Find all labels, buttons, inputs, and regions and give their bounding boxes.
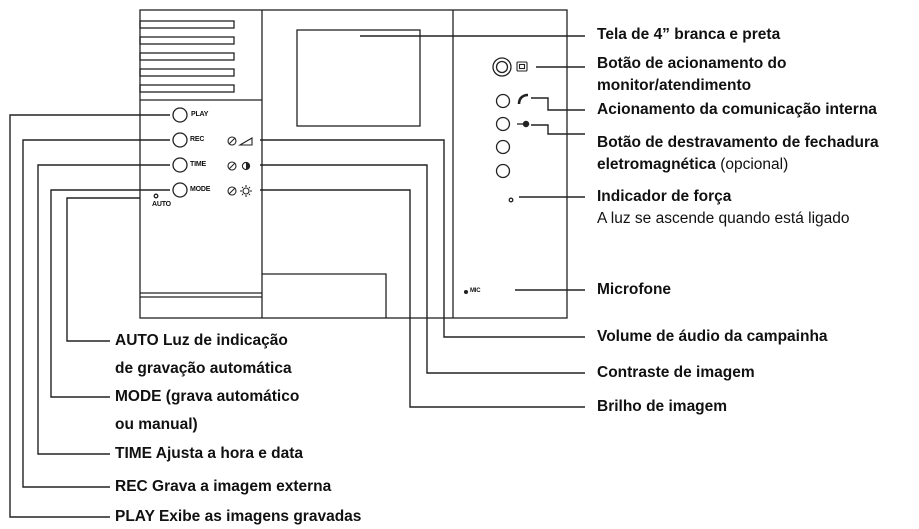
power-led xyxy=(508,197,514,203)
mode-button[interactable] xyxy=(172,182,188,198)
mode-label: MODE xyxy=(190,186,211,193)
speaker-grille xyxy=(139,20,235,93)
intercom-label: Acionamento da comunicação interna xyxy=(597,101,877,118)
rec-desc: REC Grava a imagem externa xyxy=(115,478,332,495)
unlock-label-line2: eletromagnética (opcional) xyxy=(597,156,788,174)
play-label: PLAY xyxy=(191,111,209,118)
auto-desc-line2: de gravação automática xyxy=(115,360,292,377)
mic-label: MIC xyxy=(470,288,481,294)
unlock-label-line1: Botão de destravamento de fechadura xyxy=(597,134,879,151)
play-button[interactable] xyxy=(172,107,188,123)
time-label: TIME xyxy=(190,161,206,168)
unlock-label-bold: eletromagnética xyxy=(597,156,716,173)
brightness-label: Brilho de imagem xyxy=(597,398,728,415)
rec-label: REC xyxy=(190,136,205,143)
device-body xyxy=(139,9,568,319)
power-indicator-desc: A luz se ascende quando está ligado xyxy=(597,210,850,227)
monitor-icon xyxy=(516,61,528,72)
contrast-label: Contraste de imagem xyxy=(597,364,755,381)
auto-indicator-led xyxy=(153,193,159,199)
key-icon xyxy=(517,120,530,128)
extra-button-1[interactable] xyxy=(495,139,511,155)
auto-label: AUTO xyxy=(152,201,171,208)
volume-label: Volume de áudio da campainha xyxy=(597,328,828,345)
mode-desc-line2: ou manual) xyxy=(115,416,198,433)
unlock-label-optional: (opcional) xyxy=(715,156,789,173)
power-indicator-label: Indicador de força xyxy=(597,188,732,205)
contrast-knob-icon xyxy=(227,161,237,171)
monitor-button[interactable] xyxy=(492,57,512,77)
brightness-icon xyxy=(242,187,250,195)
screen xyxy=(296,29,421,127)
center-flap xyxy=(262,273,387,318)
time-desc: TIME Ajusta a hora e data xyxy=(115,445,304,462)
extra-button-2[interactable] xyxy=(495,163,511,179)
handset-icon xyxy=(517,93,529,105)
monitor-button-label-line1: Botão de acionamento do xyxy=(597,55,787,72)
rec-button[interactable] xyxy=(172,132,188,148)
volume-ramp-icon xyxy=(237,137,253,146)
unlock-button[interactable] xyxy=(495,116,511,132)
intercom-button[interactable] xyxy=(495,93,511,109)
brightness-knob-icon xyxy=(227,186,237,196)
mode-desc-line1: MODE (grava automático xyxy=(115,388,300,405)
microphone-label: Microfone xyxy=(597,281,672,298)
mic-hole xyxy=(463,289,469,295)
volume-knob-icon xyxy=(227,136,237,146)
time-button[interactable] xyxy=(172,157,188,173)
play-desc: PLAY Exibe as imagens gravadas xyxy=(115,508,362,525)
screen-label: Tela de 4” branca e preta xyxy=(597,26,781,43)
auto-desc-line1: AUTO Luz de indicação xyxy=(115,332,288,349)
monitor-button-label-line2: monitor/atendimento xyxy=(597,77,752,94)
